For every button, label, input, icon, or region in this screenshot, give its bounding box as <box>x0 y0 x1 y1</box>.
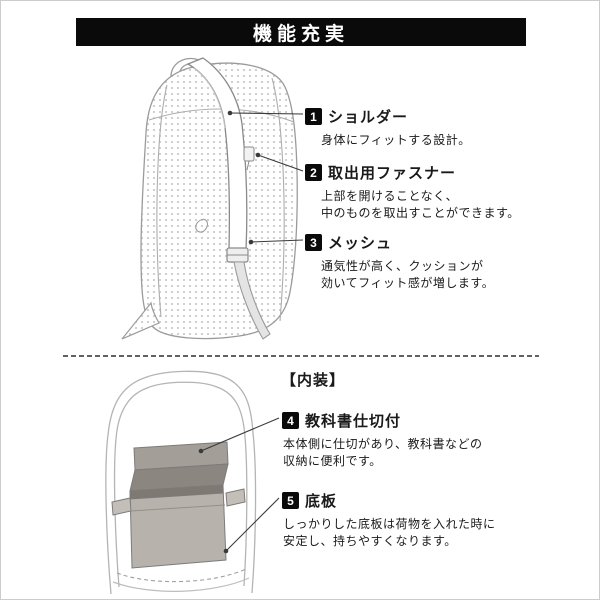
feature-mesh: 3 メッシュ 通気性が高く、クッションが 効いてフィット感が増します。 <box>305 232 494 292</box>
backpack-interior-illustration <box>105 370 257 595</box>
feature-title-row: 4 教科書仕切付 <box>282 410 483 431</box>
desc-line: 上部を開けることなく、 <box>321 189 459 203</box>
desc-line: 本体側に仕切があり、教科書などの <box>283 437 483 451</box>
feature-description: 本体側に仕切があり、教科書などの 収納に便利です。 <box>283 436 483 470</box>
feature-description: しっかりした底板は荷物を入れた時に 安定し、持ちやすくなります。 <box>283 516 496 550</box>
feature-number-badge-4: 4 <box>282 412 299 429</box>
bag-outline <box>105 370 257 595</box>
textbook-divider-box <box>111 441 246 569</box>
section-title-banner: 機能充実 <box>76 18 526 46</box>
feature-textbook-divider: 4 教科書仕切付 本体側に仕切があり、教科書などの 収納に便利です。 <box>282 410 483 470</box>
feature-label-bottom-plate: 底板 <box>305 493 338 510</box>
feature-number-badge-2: 2 <box>305 164 322 181</box>
feature-number-badge-5: 5 <box>282 492 299 509</box>
callout-line-3 <box>248 239 304 245</box>
strap-inner-line <box>193 67 226 129</box>
feature-shoulder: 1 ショルダー 身体にフィットする設計。 <box>305 106 471 149</box>
strap-tail <box>233 261 271 340</box>
feature-label-mesh: メッシュ <box>328 235 393 252</box>
backpack-back-view-illustration <box>121 57 298 340</box>
zipper-pull <box>243 146 255 171</box>
desc-line: 安定し、持ちやすくなります。 <box>283 534 457 548</box>
feature-description: 上部を開けることなく、 中のものを取出すことができます。 <box>321 188 520 222</box>
feature-label-shoulder: ショルダー <box>328 109 409 126</box>
feature-description: 身体にフィットする設計。 <box>321 132 471 149</box>
bottom-plate-stitching <box>112 568 250 592</box>
callout-line-5 <box>223 497 280 554</box>
feature-number-badge-1: 1 <box>305 108 322 125</box>
desc-line: 収納に便利です。 <box>283 454 382 468</box>
feature-title-row: 1 ショルダー <box>305 106 471 127</box>
interior-section-heading: 【内装】 <box>281 372 346 389</box>
feature-description: 通気性が高く、クッションが 効いてフィット感が増します。 <box>321 258 494 292</box>
feature-title-row: 2 取出用ファスナー <box>305 162 520 183</box>
feature-title-row: 3 メッシュ <box>305 232 494 253</box>
side-flap <box>121 301 160 340</box>
feature-title-row: 5 底板 <box>282 490 496 511</box>
desc-line: しっかりした底板は荷物を入れた時に <box>283 517 496 531</box>
strap-buckle <box>226 247 249 263</box>
callout-lines-lower <box>198 417 280 554</box>
feature-access-zipper: 2 取出用ファスナー 上部を開けることなく、 中のものを取出すことができます。 <box>305 162 520 222</box>
logo-mark <box>195 218 208 233</box>
desc-line: 身体にフィットする設計。 <box>321 133 471 147</box>
feature-label-divider: 教科書仕切付 <box>305 413 402 430</box>
desc-line: 中のものを取出すことができます。 <box>321 206 520 220</box>
callout-lines-upper <box>227 110 304 245</box>
callout-line-2 <box>255 152 304 172</box>
callout-line-1 <box>227 110 304 116</box>
banner-text: 機能充実 <box>252 23 349 45</box>
feature-label-zipper: 取出用ファスナー <box>328 165 457 182</box>
feature-number-badge-3: 3 <box>305 234 322 251</box>
feature-bottom-plate: 5 底板 しっかりした底板は荷物を入れた時に 安定し、持ちやすくなります。 <box>282 490 496 550</box>
callout-line-4 <box>198 417 280 454</box>
desc-line: 通気性が高く、クッションが <box>321 259 484 273</box>
backpack-body <box>140 62 298 340</box>
desc-line: 効いてフィット感が増します。 <box>321 276 495 290</box>
